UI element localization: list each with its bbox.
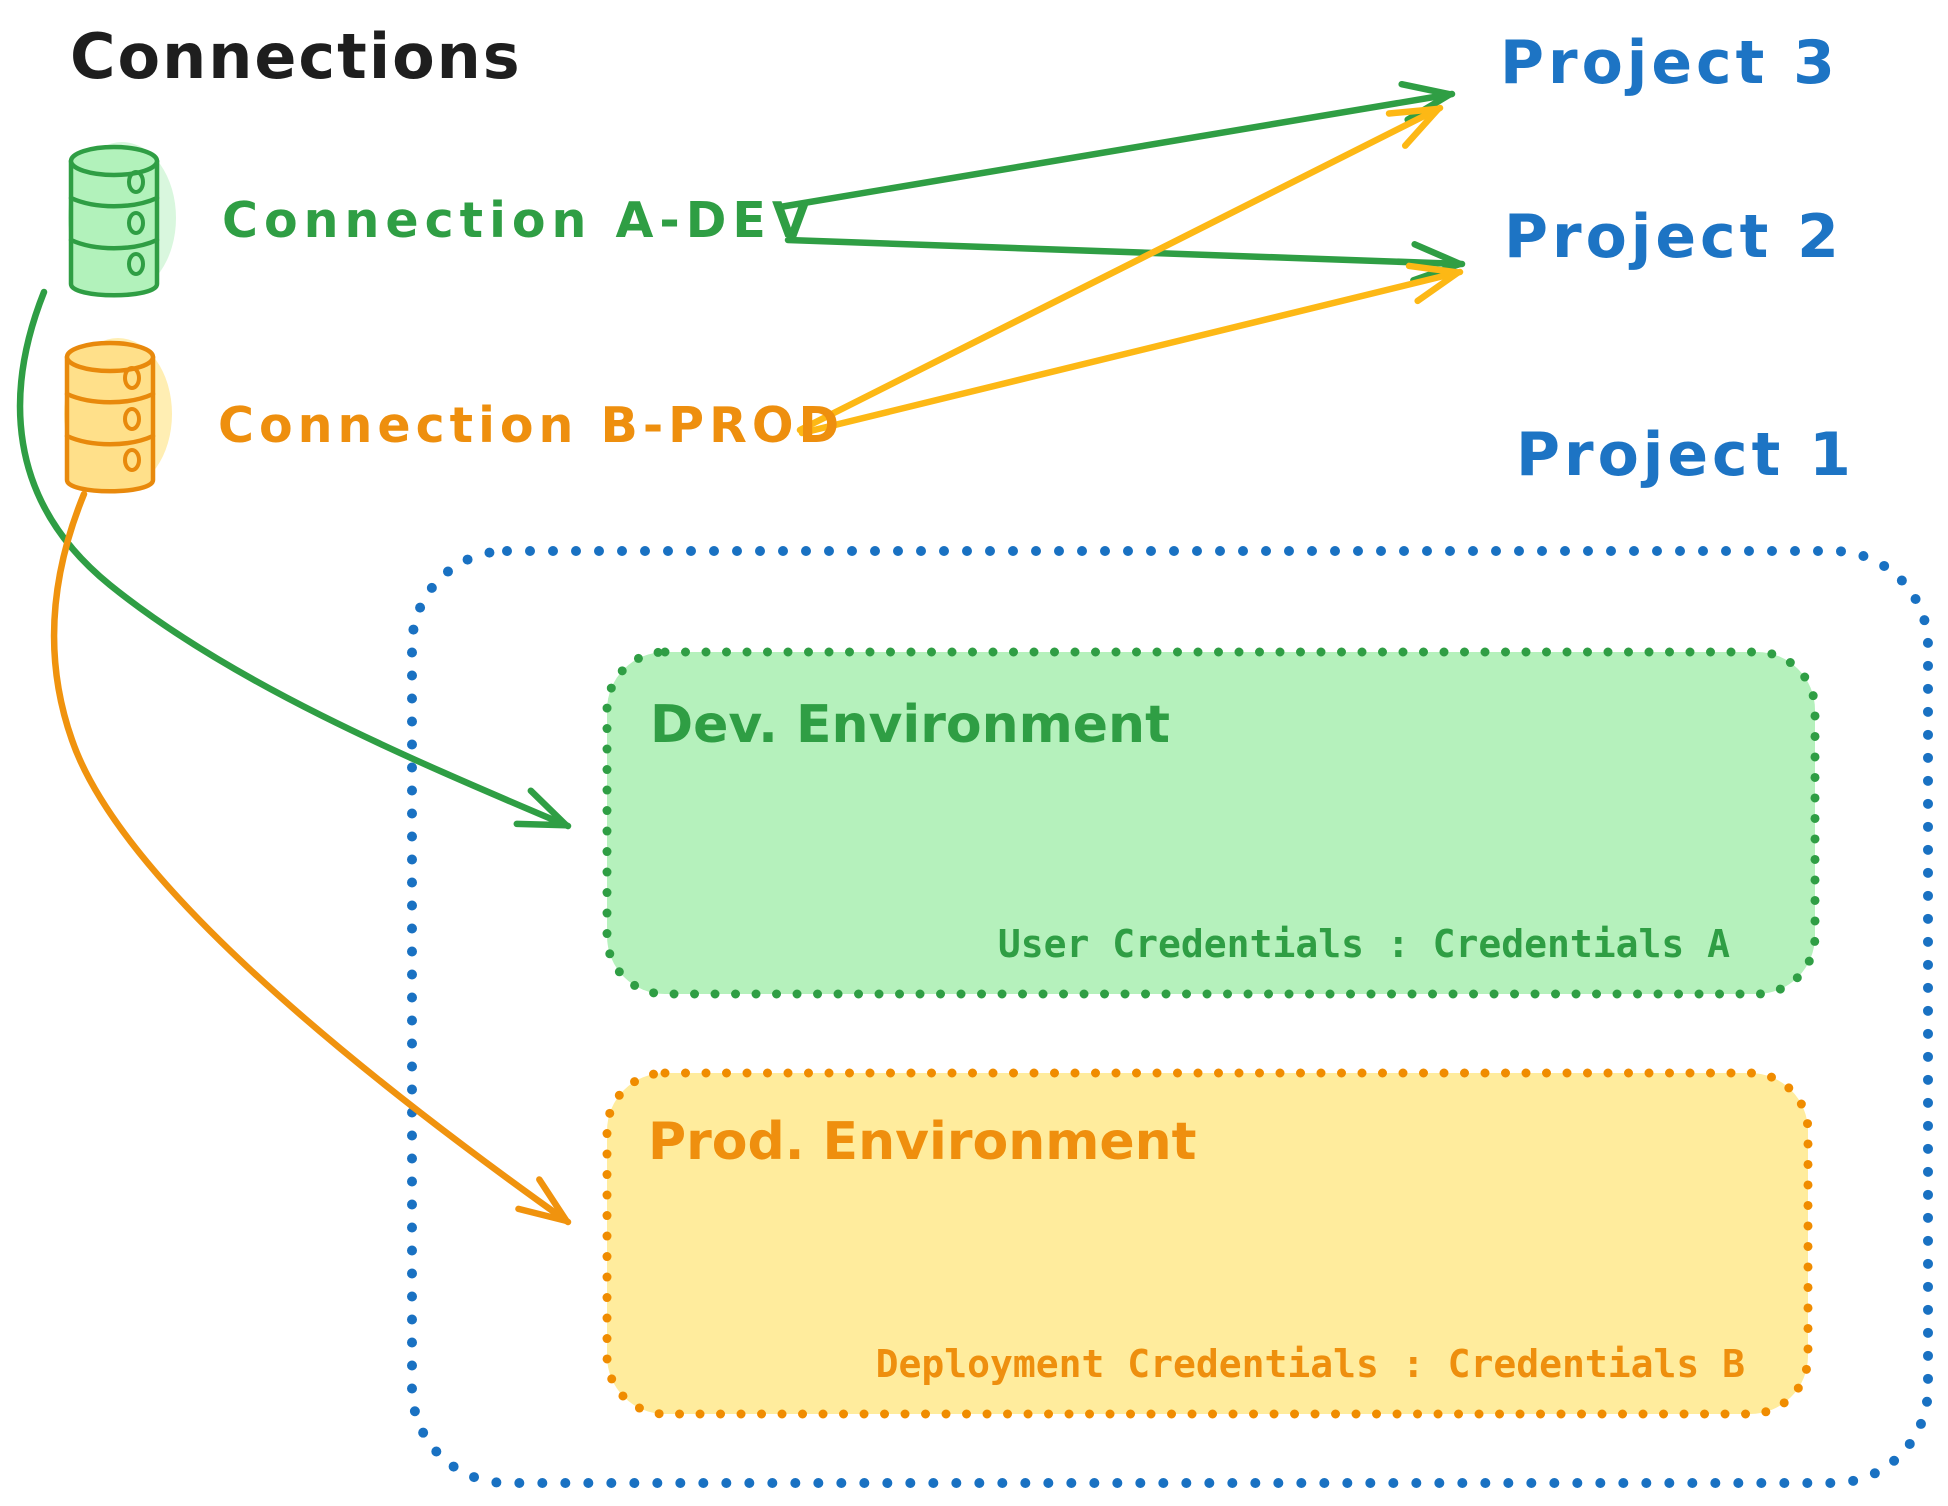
dev-environment-box [602, 647, 1820, 999]
diagram-title: Connections [70, 20, 522, 93]
arrow-a-dev-to-dev-environment [16, 288, 572, 830]
dev-environment-label: Dev. Environment [650, 695, 1170, 755]
connection-a-dev-label: Connection A-DEV [222, 192, 816, 249]
arrow-b-prod-to-project3 [796, 104, 1444, 434]
arrow-a-dev-to-project3 [776, 80, 1456, 211]
prod-credentials-text: Deployment Credentials : Credentials B [875, 1342, 1745, 1386]
arrow-a-dev-to-project2 [784, 236, 1466, 284]
project-2-label: Project 2 [1504, 202, 1843, 272]
project1-container-box [407, 546, 1933, 1488]
database-icon [64, 338, 172, 494]
connection-b-prod-label: Connection B-PROD [218, 397, 845, 454]
arrow-b-prod-to-prod-environment [50, 490, 572, 1226]
prod-environment-box [602, 1068, 1813, 1419]
database-icon [68, 142, 176, 298]
dev-credentials-text: User Credentials : Credentials A [997, 922, 1730, 966]
arrow-b-prod-to-project2 [798, 262, 1464, 437]
project-1-label: Project 1 [1516, 420, 1855, 490]
project-3-label: Project 3 [1500, 28, 1839, 98]
prod-environment-label: Prod. Environment [648, 1112, 1197, 1172]
